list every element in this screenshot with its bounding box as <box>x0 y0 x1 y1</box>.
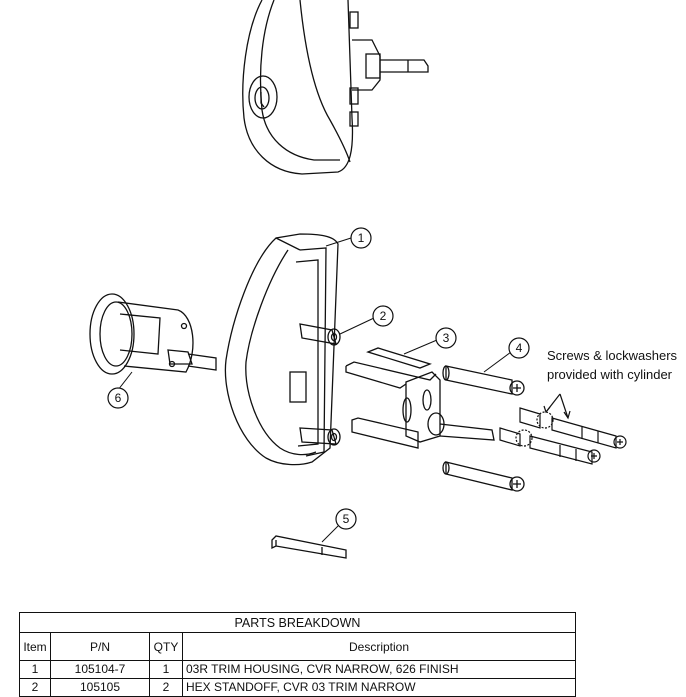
balloon-number: 6 <box>115 391 122 405</box>
parts-breakdown-table: PARTS BREAKDOWN Item P/N QTY Description… <box>19 612 576 697</box>
item-balloon-4: 4 <box>508 337 530 359</box>
row-item: 1 <box>19 660 51 679</box>
screws-note-line1: Screws & lockwashers <box>547 348 678 363</box>
row-pn: 105104-7 <box>50 660 150 679</box>
table-header-row: Item P/N QTY Description <box>19 632 576 661</box>
table-row: 2 105105 2 HEX STANDOFF, CVR 03 TRIM NAR… <box>19 678 576 697</box>
balloon-number: 4 <box>516 341 523 355</box>
col-header-qty: QTY <box>149 632 183 661</box>
col-header-pn: P/N <box>50 632 150 661</box>
table-title-row: PARTS BREAKDOWN <box>19 612 576 633</box>
row-description: 03R TRIM HOUSING, CVR NARROW, 626 FINISH <box>182 660 576 679</box>
col-header-item: Item <box>19 632 51 661</box>
table-row: 1 105104-7 1 03R TRIM HOUSING, CVR NARRO… <box>19 660 576 679</box>
row-item: 2 <box>19 678 51 697</box>
exploded-assembly-drawing: 1 2 3 4 5 6 Screws & lockwashers provide… <box>89 0 678 559</box>
screw-part <box>442 365 525 492</box>
balloon-number: 2 <box>380 309 387 323</box>
row-qty: 1 <box>149 660 183 679</box>
row-qty: 2 <box>149 678 183 697</box>
item-balloon-1: 1 <box>350 227 372 249</box>
row-description: HEX STANDOFF, CVR 03 TRIM NARROW <box>182 678 576 697</box>
leader-lines <box>117 237 512 543</box>
screws-note-line2: provided with cylinder <box>547 367 673 382</box>
table-title: PARTS BREAKDOWN <box>19 612 576 633</box>
cylinder-screws-lockwashers <box>499 393 627 465</box>
balloon-number: 1 <box>358 231 365 245</box>
assembled-trim-view <box>242 0 429 175</box>
row-pn: 105105 <box>50 678 150 697</box>
trim-housing-part <box>224 233 339 466</box>
balloon-number: 5 <box>343 512 350 526</box>
bracket-cam-part <box>345 347 495 449</box>
item-balloon-2: 2 <box>372 305 394 327</box>
cylinder-part <box>89 293 217 375</box>
item-balloon-6: 6 <box>107 387 129 409</box>
hex-standoff-part <box>289 323 341 446</box>
item-balloon-5: 5 <box>335 508 357 530</box>
item-balloon-3: 3 <box>435 327 457 349</box>
col-header-description: Description <box>182 632 576 661</box>
tailpiece-part <box>271 535 347 559</box>
balloon-number: 3 <box>443 331 450 345</box>
